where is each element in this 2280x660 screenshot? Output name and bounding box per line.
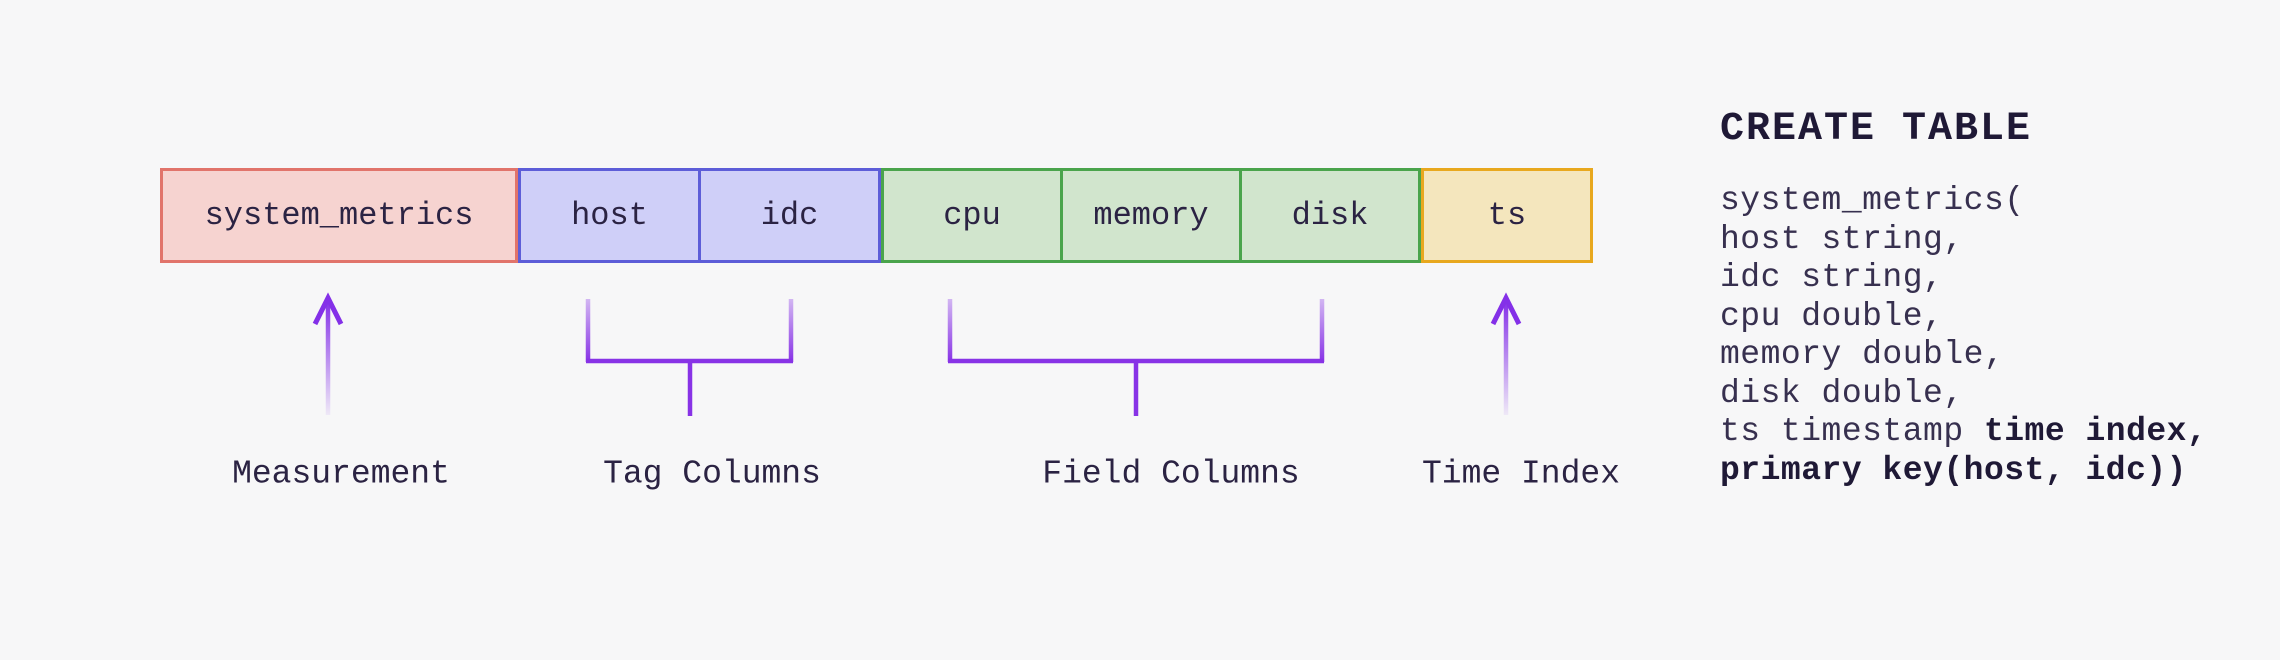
box-system-metrics: system_metrics [160, 168, 518, 263]
sql-line-2: host string, [1720, 220, 1964, 258]
sql-line-1: system_metrics( [1720, 182, 2025, 219]
sql-line-6: disk double, [1720, 374, 1964, 412]
sql-line-3: idc string, [1720, 259, 1944, 296]
box-disk: disk [1239, 168, 1421, 263]
box-ts: ts [1421, 168, 1593, 263]
time-index-label: Time Index [1421, 455, 1621, 493]
measurement-arrow [312, 292, 344, 415]
measurement-label: Measurement [232, 455, 450, 493]
time-index-arrow [1490, 292, 1522, 415]
box-cpu: cpu [881, 168, 1063, 263]
sql-line-5: memory double, [1720, 336, 2005, 373]
field-columns-label: Field Columns [1042, 455, 1300, 493]
sql-line-7: ts timestamp time index, [1720, 413, 2208, 450]
box-host: host [518, 168, 701, 263]
create-table-sql: CREATE TABLE system_metrics(host string,… [1720, 108, 2280, 490]
tag-columns-label: Tag Columns [603, 455, 821, 493]
create-table-heading: CREATE TABLE [1720, 107, 2033, 152]
create-table-body: system_metrics(host string,idc string,cp… [1720, 182, 2280, 490]
box-idc: idc [698, 168, 881, 263]
sql-line-4: cpu double, [1720, 297, 1944, 335]
box-memory: memory [1060, 168, 1242, 263]
tag-columns-bracket [585, 299, 794, 416]
sql-line-8: primary key(host, idc)) [1720, 451, 2187, 489]
field-columns-bracket [947, 299, 1325, 416]
